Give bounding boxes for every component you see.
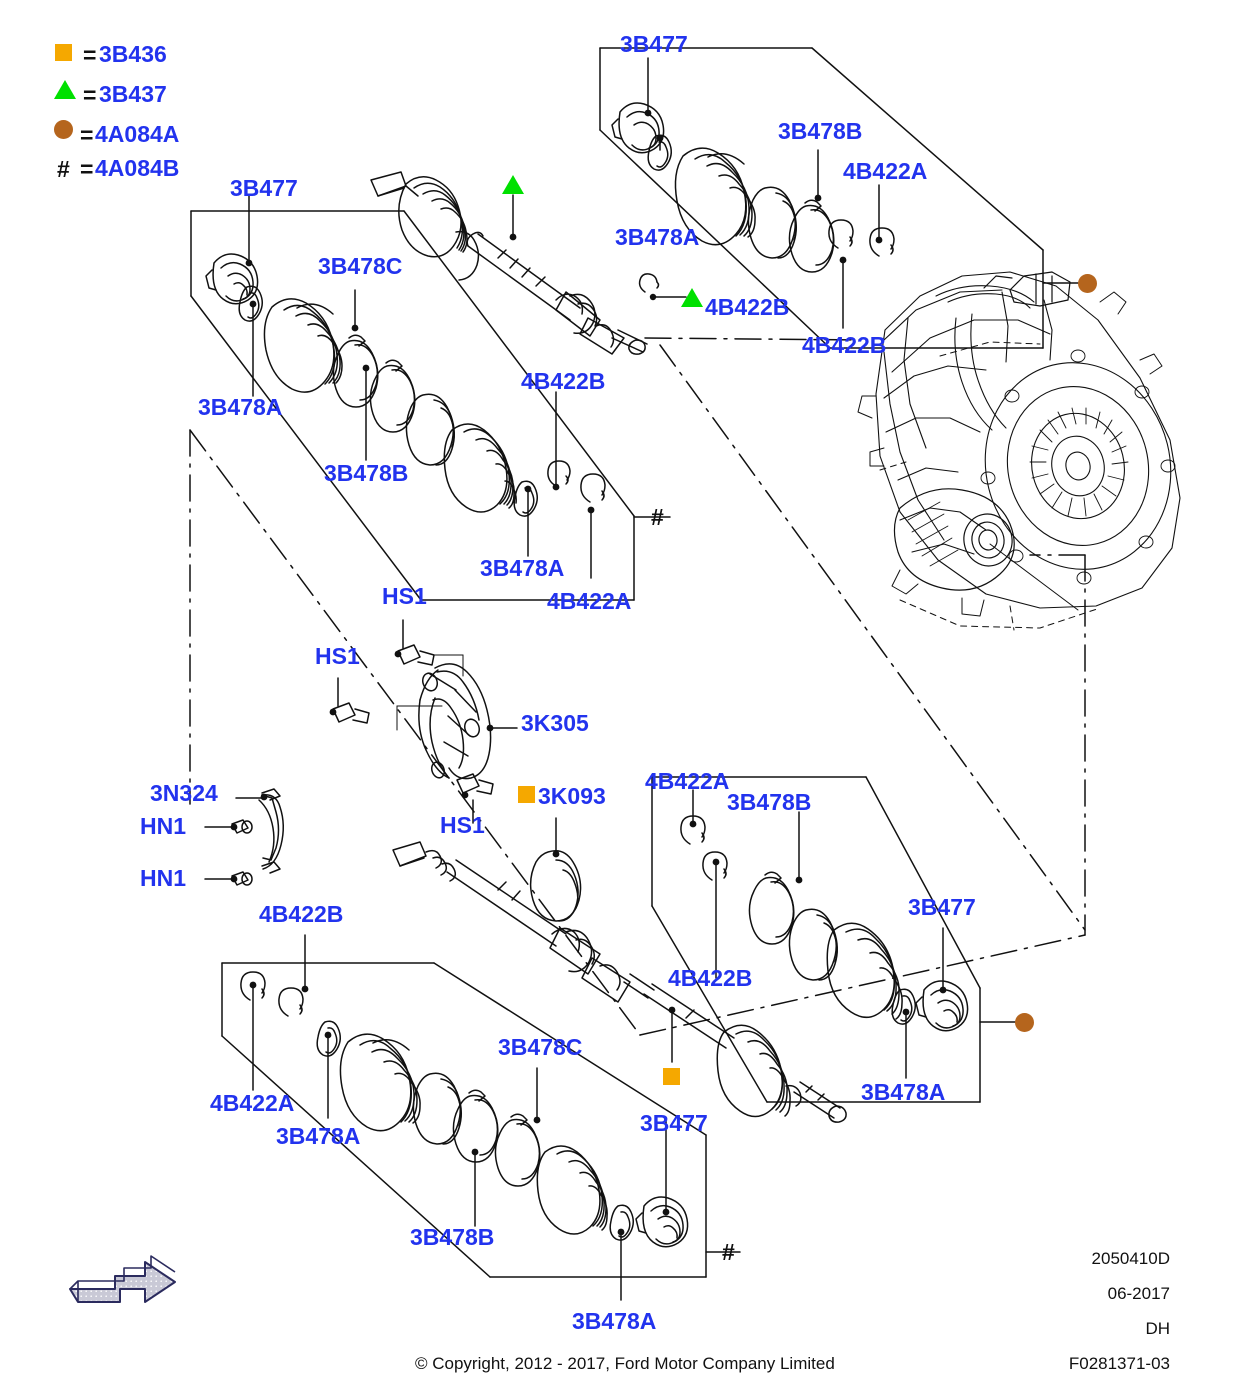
bolt-hs1-lower <box>456 773 494 799</box>
top-left-box-outline <box>190 210 635 601</box>
label-3b478c-bottom-left: 3B478C <box>498 1034 583 1060</box>
label-hn1-lower: HN1 <box>140 865 187 891</box>
label-hs1-lower: HS1 <box>440 812 485 838</box>
square-marker-3k093 <box>518 786 535 803</box>
label-4b422b-top-left: 4B422B <box>521 368 606 394</box>
hash-marker-bottom-left: # <box>722 1239 735 1265</box>
transmission-assembly <box>857 271 1181 631</box>
dash-dot-boundary <box>189 344 1086 1036</box>
legend-equals-3: = <box>80 122 94 148</box>
legend-equals-2: = <box>83 82 97 108</box>
label-3b478a-2-top-left: 3B478A <box>480 555 565 581</box>
legend-part-3b436: 3B436 <box>99 41 167 67</box>
legend-hash-marker: # <box>57 156 70 182</box>
label-3b478b-bottom-right: 3B478B <box>727 789 812 815</box>
legend-equals-1: = <box>83 42 97 68</box>
bottom-right-box-parts <box>680 815 969 1032</box>
dash-dot-transmission-link <box>644 337 861 341</box>
label-3b478b-top-right: 3B478B <box>778 118 863 144</box>
copyright-notice: © Copyright, 2012 - 2017, Ford Motor Com… <box>415 1354 835 1373</box>
bottom-right-box-outline <box>651 776 981 1103</box>
lower-driveshaft <box>392 841 847 1123</box>
square-marker-lower-shaft <box>663 1068 680 1085</box>
label-4b422a-top-right: 4B422A <box>843 158 928 184</box>
nut-hn1-lower <box>230 871 253 886</box>
label-4b422b-green-callout: 4B422B <box>705 294 790 320</box>
label-3b478a-bottom-left: 3B478A <box>276 1123 361 1149</box>
bottom-left-box-parts <box>240 971 689 1248</box>
label-4b422a-bottom-right: 4B422A <box>645 768 730 794</box>
label-3b478a-top-right: 3B478A <box>615 224 700 250</box>
label-3b478b-top-left: 3B478B <box>324 460 409 486</box>
label-3k093: 3K093 <box>538 783 606 809</box>
circle-marker-bottom-right <box>1015 1013 1034 1032</box>
legend-part-4a084a: 4A084A <box>95 121 180 147</box>
label-3b477-top-right: 3B477 <box>620 31 688 57</box>
top-right-box-outline <box>599 47 1044 349</box>
label-4b422a-bottom-left: 4B422A <box>210 1090 295 1116</box>
legend-circle-marker <box>54 120 73 139</box>
label-4b422a-top-left: 4B422A <box>547 588 632 614</box>
label-4b422b-bottom-right: 4B422B <box>668 965 753 991</box>
label-3b478c-top-left: 3B478C <box>318 253 403 279</box>
label-3b478a-bottom-right: 3B478A <box>861 1079 946 1105</box>
label-3b477-bottom-right: 3B477 <box>908 894 976 920</box>
label-3b478a-top-left: 3B478A <box>198 394 283 420</box>
direction-arrow <box>69 1255 176 1303</box>
triangle-marker-4b422b <box>681 288 703 307</box>
leader-lines <box>204 57 947 1301</box>
label-3k305: 3K305 <box>521 710 589 736</box>
circlip-upper-4b422b <box>638 273 660 293</box>
legend-part-3b437: 3B437 <box>99 81 167 107</box>
label-4b422b-top-right: 4B422B <box>802 332 887 358</box>
bolt-hs1-left <box>329 702 370 724</box>
heat-shield-3n324 <box>258 788 284 874</box>
legend-equals-4: = <box>80 156 94 182</box>
circle-marker-top-right <box>1078 274 1097 293</box>
label-3b478a-2-bottom-left: 3B478A <box>572 1308 657 1334</box>
drawing-number: 2050410D <box>1091 1249 1170 1268</box>
legend-square-marker <box>55 44 72 61</box>
legend-part-4a084b: 4A084B <box>95 155 180 181</box>
label-4b422b-bottom-left: 4B422B <box>259 901 344 927</box>
label-3b477-bottom-left: 3B477 <box>640 1110 708 1136</box>
upper-driveshaft <box>370 171 648 355</box>
transmission-seal-leader <box>989 543 1079 611</box>
nut-hn1-upper <box>230 819 253 834</box>
label-3b478b-bottom-left: 3B478B <box>410 1224 495 1250</box>
seal-3k093 <box>529 850 582 922</box>
drawing-code: DH <box>1145 1319 1170 1338</box>
bracket-3k305 <box>396 654 492 780</box>
triangle-marker-upper-shaft <box>502 175 524 194</box>
legend-triangle-marker <box>54 80 76 99</box>
label-3b477-top-left: 3B477 <box>230 175 298 201</box>
bolt-hs1-upper <box>394 644 435 666</box>
label-hs1-left: HS1 <box>315 643 360 669</box>
figure-id: F0281371-03 <box>1068 1354 1170 1373</box>
top-right-box-parts <box>611 102 895 273</box>
bottom-left-box-outline <box>221 962 707 1278</box>
hash-marker-top-left: # <box>651 504 664 530</box>
label-3n324: 3N324 <box>150 780 218 806</box>
label-hn1-upper: HN1 <box>140 813 187 839</box>
drawing-date: 06-2017 <box>1107 1284 1170 1303</box>
label-hs1-upper: HS1 <box>382 583 427 609</box>
